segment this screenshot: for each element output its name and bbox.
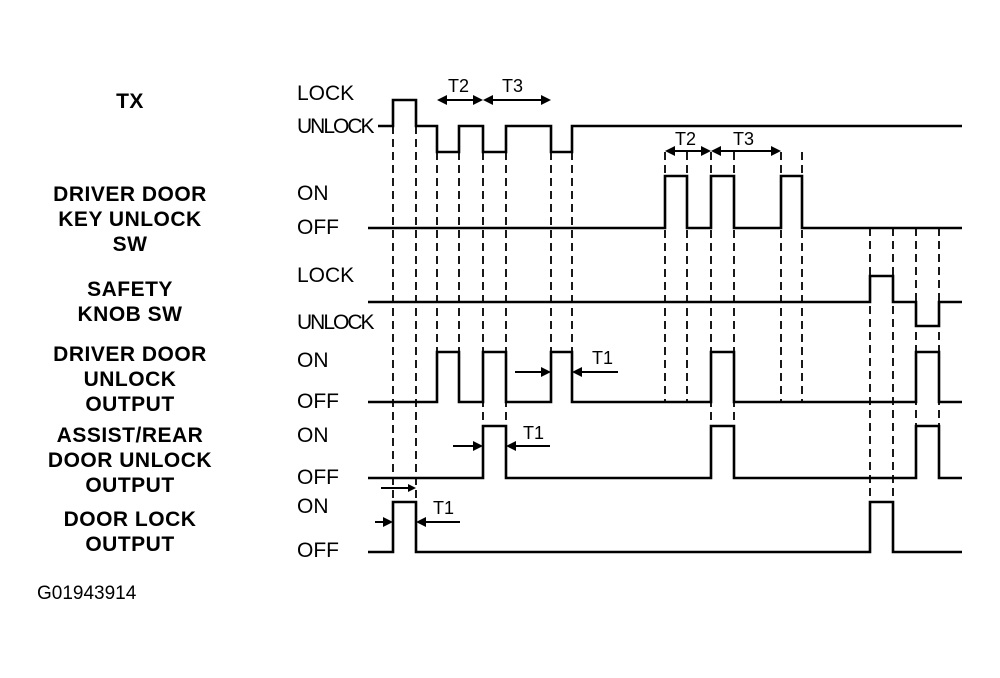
assist-rear-unlock-trace — [368, 424, 962, 480]
t2-t3-arrows-tx — [437, 95, 551, 105]
timing-label-t1: T1 — [592, 348, 614, 368]
door-lock-output-trace — [368, 500, 962, 554]
signal-label-tx: TX — [40, 90, 220, 114]
label-line: SW — [112, 233, 148, 256]
arrowhead — [473, 441, 483, 451]
label-line: OUTPUT — [85, 393, 175, 416]
timing-label-t3: T3 — [502, 76, 524, 96]
signal-label-safety-knob-sw: SAFETY KNOB SW — [20, 277, 240, 327]
arrowhead — [416, 517, 426, 527]
guide-lines — [392, 100, 940, 552]
tx-trace — [378, 98, 962, 154]
label-line: UNLOCK — [83, 368, 177, 391]
arrowhead — [437, 95, 447, 105]
label-line: TX — [116, 90, 144, 113]
arrowhead — [541, 367, 551, 377]
timing-label-t2: T2 — [675, 129, 697, 149]
level-label-rear-off: OFF — [297, 466, 339, 489]
signal-label-door-lock-output: DOOR LOCK OUTPUT — [20, 507, 240, 557]
figure-id: G01943914 — [37, 583, 137, 604]
level-label-key-on: ON — [297, 182, 329, 205]
label-line: OUTPUT — [85, 533, 175, 556]
arrowhead — [665, 146, 675, 156]
t1-arrows-lock — [375, 484, 460, 527]
label-line: KEY UNLOCK — [58, 208, 202, 231]
arrowhead — [473, 95, 483, 105]
label-line: DRIVER DOOR — [53, 183, 207, 206]
level-label-lock-off: OFF — [297, 539, 339, 562]
level-label-lock-on: ON — [297, 495, 329, 518]
timing-label-t3: T3 — [733, 129, 755, 149]
driver-door-unlock-trace — [368, 350, 962, 404]
key-unlock-sw-trace — [368, 174, 962, 230]
level-label-rear-on: ON — [297, 424, 329, 447]
arrowhead — [408, 484, 416, 492]
safety-knob-sw-trace — [368, 274, 962, 328]
level-label-tx-lock: LOCK — [297, 82, 355, 105]
timing-label-t2: T2 — [448, 76, 470, 96]
level-label-driver-off: OFF — [297, 390, 339, 413]
arrowhead — [506, 441, 516, 451]
label-line: DOOR UNLOCK — [47, 449, 213, 472]
t1-arrows-driver — [515, 367, 618, 377]
label-line: ASSIST/REAR — [56, 424, 204, 447]
arrowhead — [572, 367, 582, 377]
label-line: DRIVER DOOR — [53, 343, 207, 366]
signal-label-driver-door-unlock-output: DRIVER DOOR UNLOCK OUTPUT — [20, 342, 240, 417]
label-line: OUTPUT — [85, 474, 175, 497]
t2-t3-arrows-key — [665, 146, 781, 156]
signal-label-assist-rear-door-unlock-output: ASSIST/REAR DOOR UNLOCK OUTPUT — [20, 423, 240, 498]
level-label-tx-unlock: UNLOCK — [297, 115, 375, 138]
arrowhead — [383, 517, 393, 527]
arrowhead — [771, 146, 781, 156]
arrowhead — [483, 95, 493, 105]
label-line: SAFETY — [87, 278, 173, 301]
timing-label-t1: T1 — [433, 498, 455, 518]
level-label-knob-unlock: UNLOCK — [297, 311, 375, 334]
arrowhead — [701, 146, 711, 156]
timing-label-t1: T1 — [523, 423, 545, 443]
label-line: KNOB SW — [77, 303, 183, 326]
level-label-driver-on: ON — [297, 349, 329, 372]
t1-arrows-rear — [453, 441, 550, 451]
level-label-knob-lock: LOCK — [297, 264, 355, 287]
arrowhead — [711, 146, 721, 156]
arrowhead — [541, 95, 551, 105]
label-line: DOOR LOCK — [63, 508, 197, 531]
signal-label-driver-door-key-unlock-sw: DRIVER DOOR KEY UNLOCK SW — [20, 182, 240, 257]
level-label-key-off: OFF — [297, 216, 339, 239]
